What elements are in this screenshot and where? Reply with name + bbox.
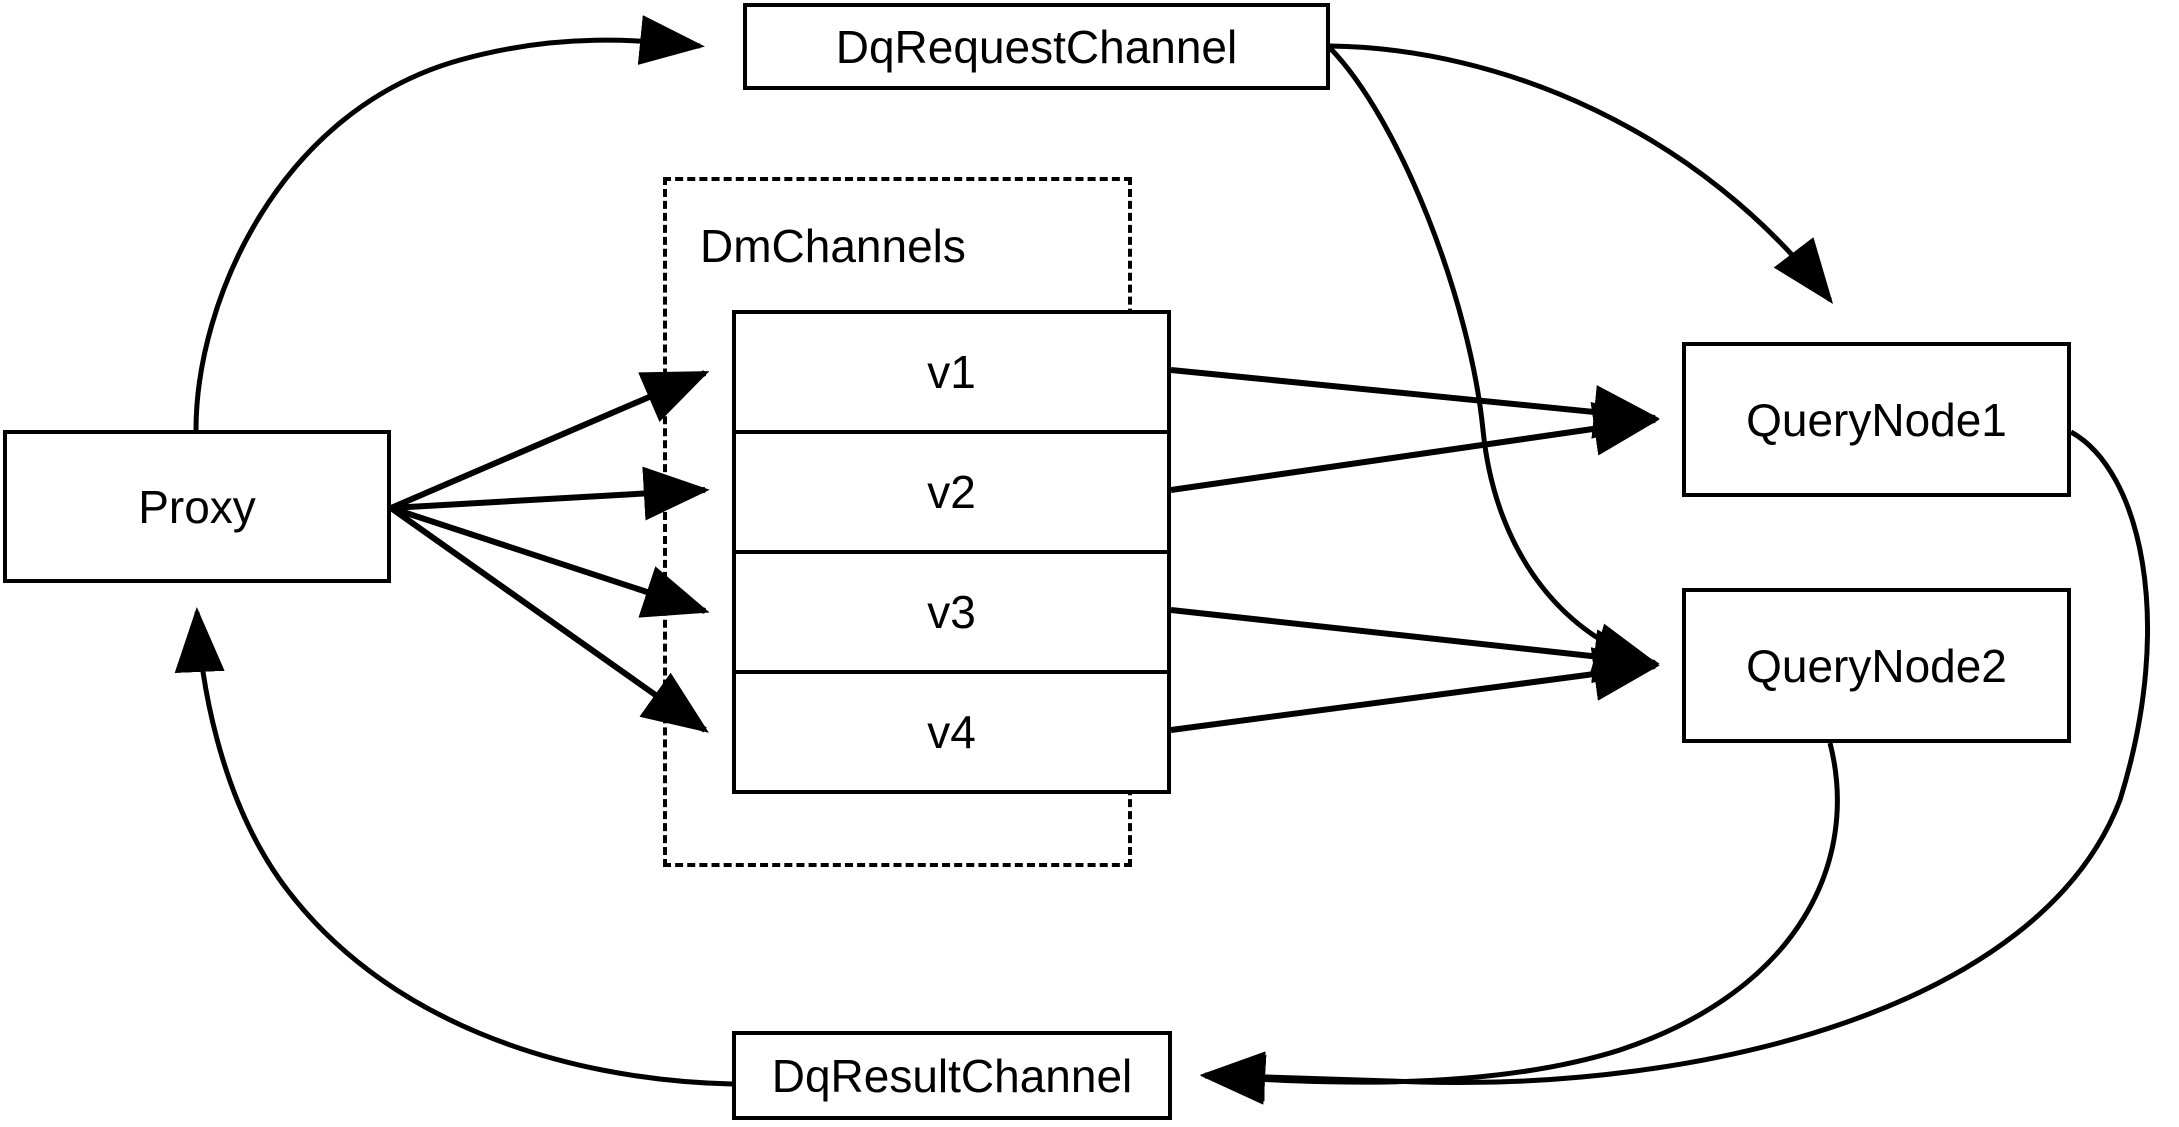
- node-query-node-2-label: QueryNode2: [1746, 639, 2007, 692]
- node-query-node-2[interactable]: QueryNode2: [1682, 588, 2071, 743]
- node-dq-result-channel[interactable]: DqResultChannel: [732, 1031, 1172, 1120]
- edge-query-node-2-to-dq-result-channel: [1200, 742, 1840, 1105]
- node-query-node-1-label: QueryNode1: [1746, 393, 2007, 446]
- node-dq-result-channel-label: DqResultChannel: [771, 1049, 1133, 1102]
- edge-v3-to-query-node-2: [1170, 607, 1660, 684]
- node-dq-request-channel-label: DqRequestChannel: [835, 20, 1238, 73]
- vchannel-row-v1[interactable]: v1: [736, 314, 1167, 434]
- vchannel-row-v2[interactable]: v2: [736, 434, 1167, 554]
- edge-proxy-to-v4: [389, 505, 709, 733]
- vchannel-table: v1 v2 v3 v4: [732, 310, 1171, 794]
- vchannel-row-v4[interactable]: v4: [736, 674, 1167, 790]
- edge-query-node-1-to-dq-result-channel: [1200, 429, 2151, 1102]
- node-proxy-label: Proxy: [138, 480, 256, 533]
- node-dq-request-channel[interactable]: DqRequestChannel: [743, 3, 1330, 90]
- edge-proxy-to-v2: [390, 466, 710, 521]
- vchannel-label-v2: v2: [927, 466, 976, 518]
- vchannel-row-v3[interactable]: v3: [736, 554, 1167, 674]
- node-proxy[interactable]: Proxy: [3, 430, 391, 583]
- vchannel-label-v3: v3: [927, 586, 976, 638]
- vchannel-label-v4: v4: [927, 706, 976, 758]
- edge-proxy-to-v1: [389, 370, 710, 511]
- edge-dq-request-channel-to-query-node-2: [1328, 46, 1660, 672]
- edge-dq-result-channel-to-proxy: [174, 607, 733, 1087]
- edge-v1-to-query-node-1: [1170, 367, 1660, 439]
- edge-proxy-to-dq-request-channel: [193, 15, 705, 431]
- edge-dq-request-channel-to-query-node-1: [1329, 43, 1834, 304]
- vchannel-label-v1: v1: [927, 346, 976, 398]
- edge-proxy-to-v3: [390, 505, 710, 618]
- node-query-node-1[interactable]: QueryNode1: [1682, 342, 2071, 497]
- dm-channels-group-label: DmChannels: [700, 220, 966, 272]
- edge-v2-to-query-node-1: [1170, 402, 1660, 493]
- edge-v4-to-query-node-2: [1170, 647, 1660, 733]
